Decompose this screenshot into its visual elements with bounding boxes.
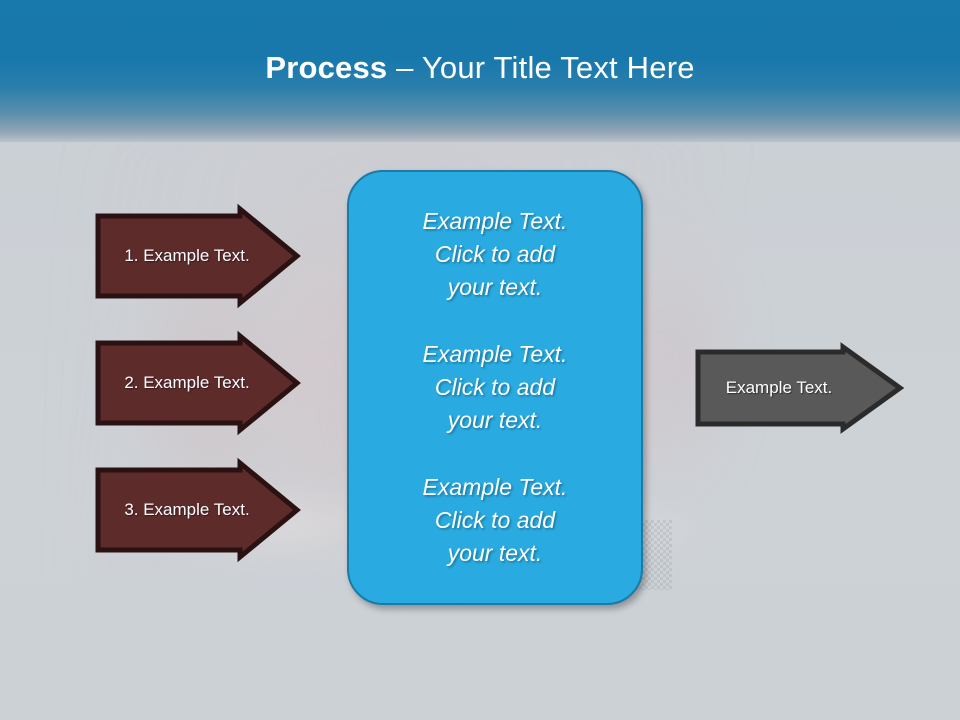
output-arrow[interactable]: Example Text. — [695, 342, 905, 434]
process-text-block-3-line-3: your text. — [447, 540, 543, 566]
slide-header-band: Process – Your Title Text Here — [0, 0, 960, 142]
process-box[interactable]: Example Text. Click to add your text. Ex… — [347, 170, 643, 605]
input-arrow-1[interactable]: 1. Example Text. — [95, 203, 301, 309]
process-text-block-1-line-2: Click to add — [434, 241, 556, 267]
arrow-right-icon — [695, 342, 905, 434]
arrow-right-icon — [95, 330, 301, 436]
process-text-block-2: Example Text. Click to add your text. — [379, 338, 611, 437]
process-text-block-3-line-2: Click to add — [434, 507, 556, 533]
input-arrow-3[interactable]: 3. Example Text. — [95, 457, 301, 563]
arrow-right-icon — [95, 457, 301, 563]
input-arrow-2[interactable]: 2. Example Text. — [95, 330, 301, 436]
page-title: Process – Your Title Text Here — [0, 48, 960, 88]
process-text-block-3: Example Text. Click to add your text. — [379, 471, 611, 570]
process-text-block-1-line-3: your text. — [447, 274, 543, 300]
arrow-right-icon — [95, 203, 301, 309]
page-title-rest: – Your Title Text Here — [387, 50, 695, 85]
process-text-block-1: Example Text. Click to add your text. — [379, 205, 611, 304]
process-text-block-2-line-1: Example Text. — [422, 341, 568, 367]
process-text-block-2-line-2: Click to add — [434, 374, 556, 400]
process-text-block-3-line-1: Example Text. — [422, 474, 568, 500]
page-title-strong: Process — [265, 50, 388, 85]
process-text-block-1-line-1: Example Text. — [422, 208, 568, 234]
process-text-block-2-line-3: your text. — [447, 407, 543, 433]
